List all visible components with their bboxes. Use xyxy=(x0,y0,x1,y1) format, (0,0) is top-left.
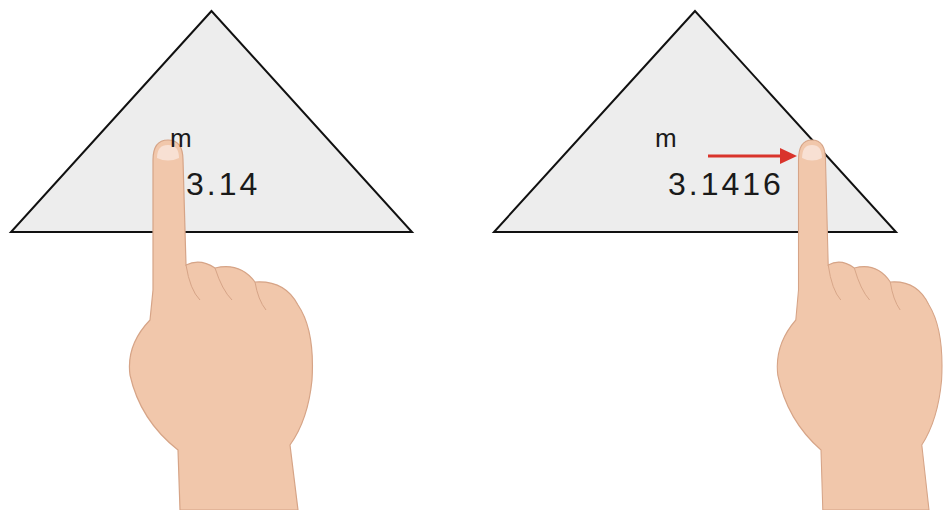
text-holder: m xyxy=(170,125,192,151)
triangle-panel: m 3.1416 xyxy=(493,10,897,233)
value-label: 3.14 xyxy=(186,168,260,200)
triangle-panel: m 3.14 xyxy=(10,10,413,233)
text-holder: 3.14 xyxy=(186,168,260,200)
text-holder: m xyxy=(655,125,677,151)
value-label: 3.1416 xyxy=(668,168,784,200)
variable-label: m xyxy=(655,125,677,151)
variable-label: m xyxy=(170,125,192,151)
text-holder: 3.1416 xyxy=(668,168,784,200)
